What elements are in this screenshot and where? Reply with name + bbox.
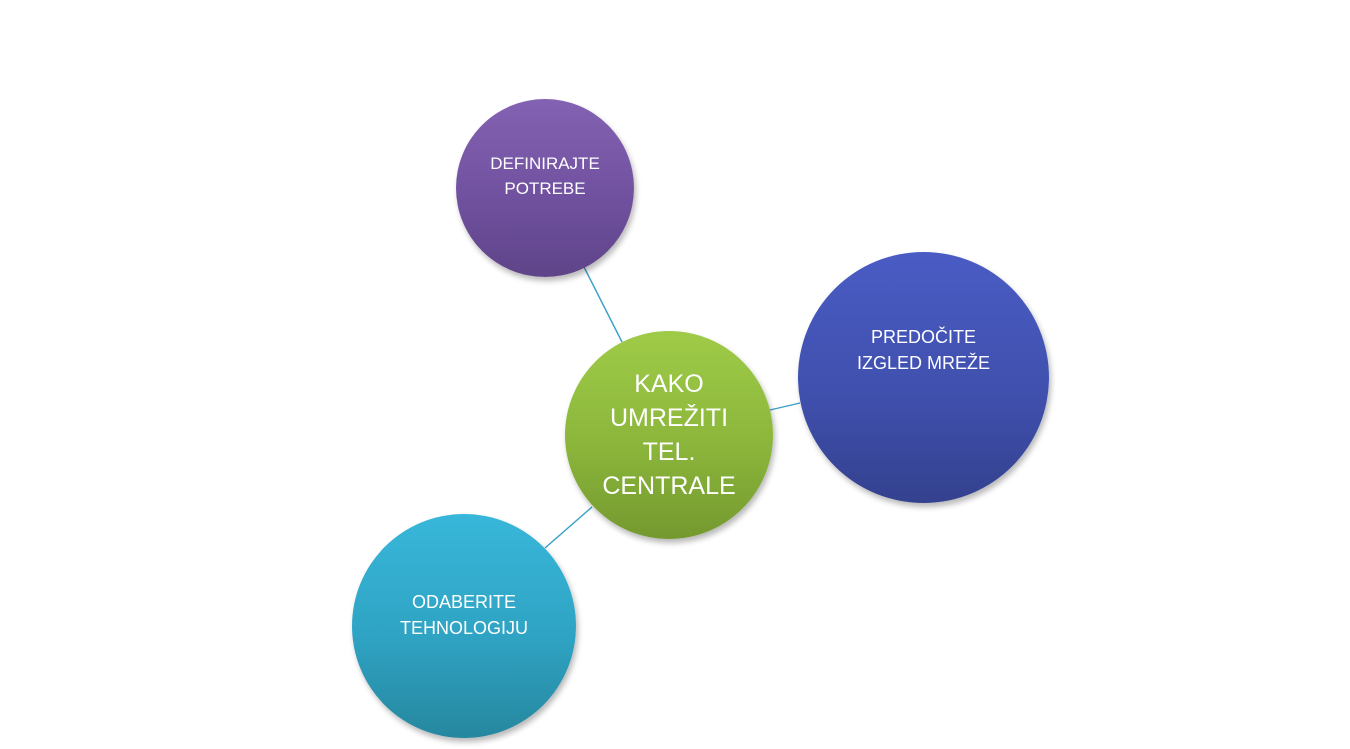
node-choose-technology: ODABERITE TEHNOLOGIJU: [352, 514, 576, 738]
node-define-needs-label: DEFINIRAJTE POTREBE: [490, 154, 600, 198]
connector-center-bottom: [544, 506, 593, 549]
center-node-label: KAKO UMREŽITI TEL. CENTRALE: [602, 370, 736, 500]
center-node: KAKO UMREŽITI TEL. CENTRALE: [565, 331, 773, 539]
connector-center-top: [583, 266, 623, 343]
node-define-needs: DEFINIRAJTE POTREBE: [456, 99, 634, 277]
connector-center-right: [769, 402, 801, 411]
node-present-network-layout-label: PREDOČITE IZGLED MREŽE: [856, 326, 990, 373]
node-choose-technology-label: ODABERITE TEHNOLOGIJU: [399, 592, 528, 638]
node-present-network-layout: PREDOČITE IZGLED MREŽE: [798, 252, 1049, 503]
